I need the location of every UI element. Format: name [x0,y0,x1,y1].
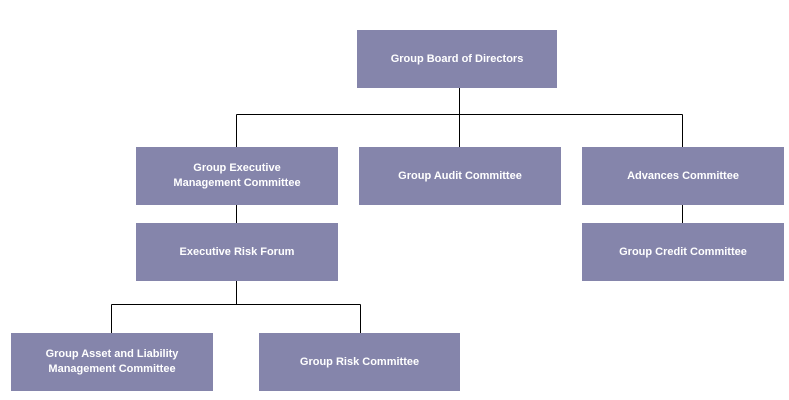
node-group-credit-committee: Group Credit Committee [582,223,784,281]
node-group-board-of-directors: Group Board of Directors [357,30,557,88]
node-group-executive-management-committee: Group Executive Management Committee [136,147,338,205]
node-group-asset-liability-management-committee: Group Asset and Liability Management Com… [11,333,213,391]
node-group-audit-committee: Group Audit Committee [359,147,561,205]
node-executive-risk-forum: Executive Risk Forum [136,223,338,281]
node-advances-committee: Advances Committee [582,147,784,205]
node-group-risk-committee: Group Risk Committee [259,333,460,391]
